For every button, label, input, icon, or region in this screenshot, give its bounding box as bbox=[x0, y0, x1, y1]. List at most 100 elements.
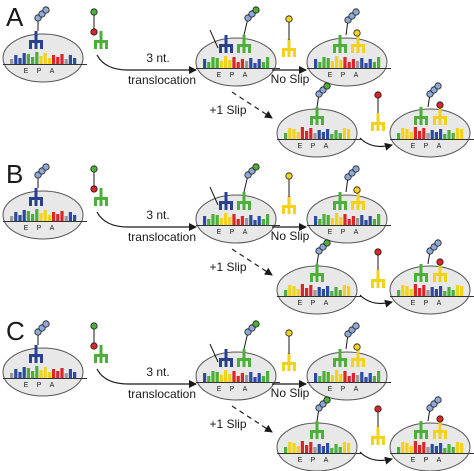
mrna-nucleotide-bar bbox=[356, 218, 360, 225]
trna-stem bbox=[99, 188, 103, 197]
mrna-nucleotide-bar bbox=[253, 63, 257, 68]
site-label-E: E bbox=[24, 68, 29, 75]
slip-label: +1 Slip bbox=[209, 103, 246, 117]
trna-p-site bbox=[29, 188, 43, 206]
trna-leg bbox=[310, 273, 313, 282]
mrna-nucleotide-bar bbox=[60, 211, 64, 221]
trna-stem bbox=[287, 39, 291, 48]
slip-arrow bbox=[231, 91, 273, 119]
mrna-nucleotide-bar bbox=[377, 371, 381, 382]
mrna-nucleotide-bar bbox=[430, 130, 434, 139]
trna-leg bbox=[438, 116, 442, 125]
site-label-A: A bbox=[324, 143, 329, 150]
trna-leg bbox=[419, 116, 423, 125]
trna-leg bbox=[414, 116, 417, 125]
amino-acid-bead bbox=[374, 405, 382, 413]
mrna-nucleotide-bar bbox=[326, 443, 330, 453]
trna-leg bbox=[356, 358, 360, 367]
trna-leg bbox=[425, 116, 428, 125]
site-label-E: E bbox=[298, 143, 303, 150]
trna-stem bbox=[419, 107, 423, 116]
mrna-nucleotide-bar bbox=[14, 369, 18, 378]
mrna-nucleotide-bar bbox=[64, 373, 68, 378]
site-label-P: P bbox=[311, 300, 316, 307]
site-label-A: A bbox=[50, 68, 55, 75]
mrna-nucleotide-bar bbox=[35, 366, 39, 378]
mrna-nucleotide-bar bbox=[343, 371, 347, 382]
trna-leg bbox=[29, 197, 32, 206]
mrna-nucleotide-bar bbox=[26, 211, 30, 221]
mrna-nucleotide-bar bbox=[338, 290, 342, 296]
trna-leg bbox=[351, 44, 354, 53]
mrna-nucleotide-bar bbox=[409, 132, 413, 139]
site-label-A: A bbox=[354, 72, 359, 79]
mrna-nucleotide-bar bbox=[309, 128, 313, 139]
mrna-nucleotide-bar bbox=[330, 61, 334, 68]
trna-leg bbox=[40, 197, 43, 206]
site-label-A: A bbox=[354, 229, 359, 236]
site-label-E: E bbox=[411, 300, 416, 307]
trna-leg bbox=[99, 197, 103, 206]
trna-stem bbox=[356, 192, 360, 201]
trna-stem bbox=[34, 188, 38, 197]
no-slip-label: No Slip bbox=[271, 386, 310, 400]
mrna-nucleotide-bar bbox=[284, 133, 288, 139]
mrna-nucleotide-bar bbox=[401, 128, 405, 139]
site-label-P: P bbox=[230, 386, 235, 393]
trna-p-site-slipped bbox=[310, 421, 324, 439]
mrna-nucleotide-bar bbox=[368, 373, 372, 382]
trna-leg bbox=[371, 436, 374, 445]
mrna-nucleotide-bar bbox=[439, 286, 443, 296]
mrna-nucleotide-bar bbox=[347, 62, 351, 68]
trna-leg bbox=[444, 116, 447, 125]
mrna-nucleotide-bar bbox=[10, 59, 14, 64]
mrna-nucleotide-bar bbox=[368, 216, 372, 225]
trna-leg bbox=[344, 44, 347, 53]
trna-leg bbox=[371, 122, 374, 131]
trna-leg bbox=[333, 201, 336, 210]
translocation-arrow bbox=[96, 54, 197, 74]
site-label-P: P bbox=[311, 457, 316, 464]
mrna-nucleotide-bar bbox=[266, 57, 270, 68]
trna-stem bbox=[356, 349, 360, 358]
trna-leg bbox=[282, 205, 285, 214]
trna-stem bbox=[419, 264, 423, 273]
trna-stem bbox=[287, 353, 291, 362]
translocation-arrow bbox=[96, 368, 197, 388]
mrna-nucleotide-bar bbox=[351, 373, 355, 382]
mrna-nucleotide-bar bbox=[240, 373, 244, 382]
no-slip-label: No Slip bbox=[271, 229, 310, 243]
trna-leg bbox=[224, 358, 228, 367]
amino-acid-bead bbox=[323, 82, 331, 90]
mrna-nucleotide-bar bbox=[364, 377, 368, 382]
mrna-nucleotide-bar bbox=[31, 214, 35, 221]
mrna-nucleotide-bar bbox=[236, 219, 240, 225]
mrna-nucleotide-bar bbox=[261, 219, 265, 225]
trna-leg bbox=[362, 201, 365, 210]
amino-acid-bead bbox=[252, 320, 260, 328]
mrna-nucleotide-bar bbox=[43, 53, 47, 64]
exiting-trna-link bbox=[209, 186, 219, 206]
trna-leg bbox=[248, 358, 251, 367]
site-label-P: P bbox=[230, 229, 235, 236]
mrna-nucleotide-bar bbox=[451, 447, 455, 453]
site-label-A: A bbox=[437, 300, 442, 307]
site-label-A: A bbox=[243, 72, 248, 79]
mrna-nucleotide-bar bbox=[318, 62, 322, 68]
no-slip-label: No Slip bbox=[271, 72, 310, 86]
mrna-nucleotide-bar bbox=[219, 61, 223, 68]
trna-leg bbox=[419, 273, 423, 282]
mrna-nucleotide-bar bbox=[211, 57, 215, 68]
ribosome-body bbox=[2, 190, 84, 240]
mrna-nucleotide-bar bbox=[326, 286, 330, 296]
mrna-nucleotide-bar bbox=[443, 291, 447, 296]
mrna-nucleotide-bar bbox=[18, 58, 22, 64]
amino-acid-bead bbox=[434, 396, 442, 404]
mrna-nucleotide-bar bbox=[330, 448, 334, 453]
mrna-nucleotide-bar bbox=[52, 55, 56, 64]
incoming-amino-acid bbox=[90, 342, 98, 350]
